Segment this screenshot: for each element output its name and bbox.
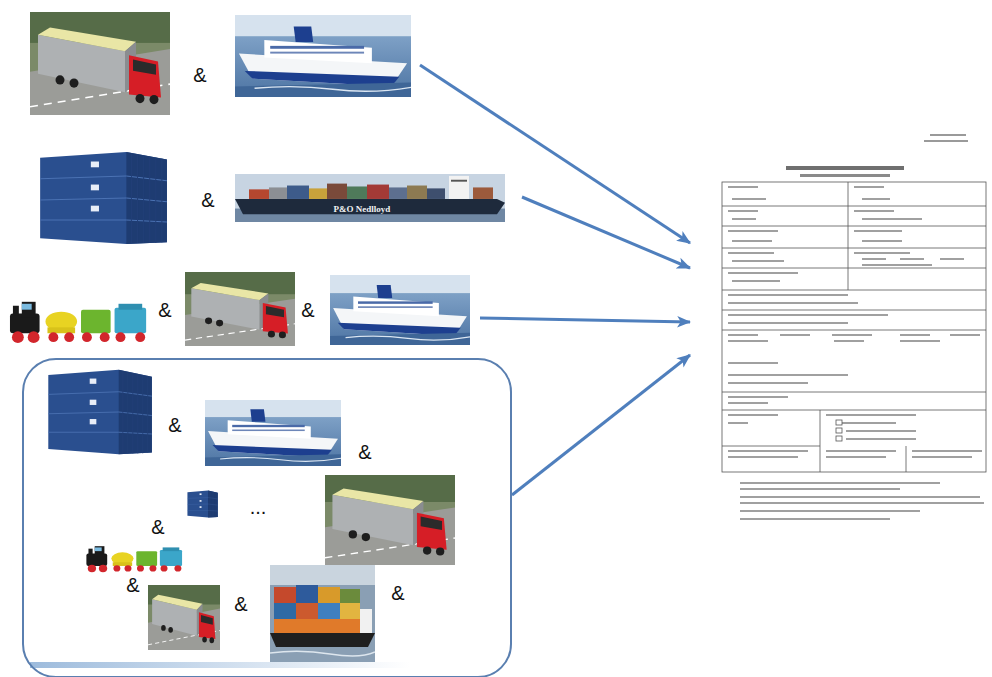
operator-sign: &: [193, 65, 206, 85]
ferry-photo: [205, 400, 341, 466]
flow-arrow: [480, 318, 690, 322]
container-photo: [30, 150, 172, 246]
truck-photo: [148, 585, 220, 650]
ferry-photo: [235, 15, 411, 97]
operator-sign: &: [391, 583, 404, 603]
ferry-photo: [330, 275, 470, 345]
container-ship-photo: [235, 174, 505, 222]
operator-sign: &: [358, 442, 371, 462]
toy-train: [10, 302, 146, 343]
consignment-note: [690, 140, 988, 535]
transport-row: &: [0, 0, 420, 125]
container-photo: [40, 368, 156, 456]
barge-photo: [270, 565, 375, 665]
transport-group: & &... & & & &: [22, 358, 512, 677]
truck-photo: [325, 475, 455, 565]
truck-photo: [30, 12, 170, 115]
hull-lettering: P&O Nedlloyd: [334, 205, 391, 214]
operator-sign: &: [201, 190, 214, 210]
container-photo: [185, 490, 219, 518]
operator-sign: &: [168, 415, 181, 435]
flow-arrow: [522, 197, 690, 268]
operator-sign: &: [234, 594, 247, 614]
slide-stripe: [30, 662, 410, 668]
transport-row: &: [0, 140, 522, 255]
flow-arrow: [512, 355, 690, 495]
operator-sign: &: [301, 300, 314, 320]
consignment-form: [716, 134, 988, 530]
operator-sign: &: [151, 517, 164, 537]
toy-train: [86, 546, 182, 572]
flow-arrow: [420, 65, 690, 243]
truck-photo: [185, 272, 295, 346]
transport-row: &&: [0, 265, 480, 355]
operator-sign: &: [158, 300, 171, 320]
operator-sign: &: [126, 575, 139, 595]
operator-sign: ...: [250, 497, 267, 517]
